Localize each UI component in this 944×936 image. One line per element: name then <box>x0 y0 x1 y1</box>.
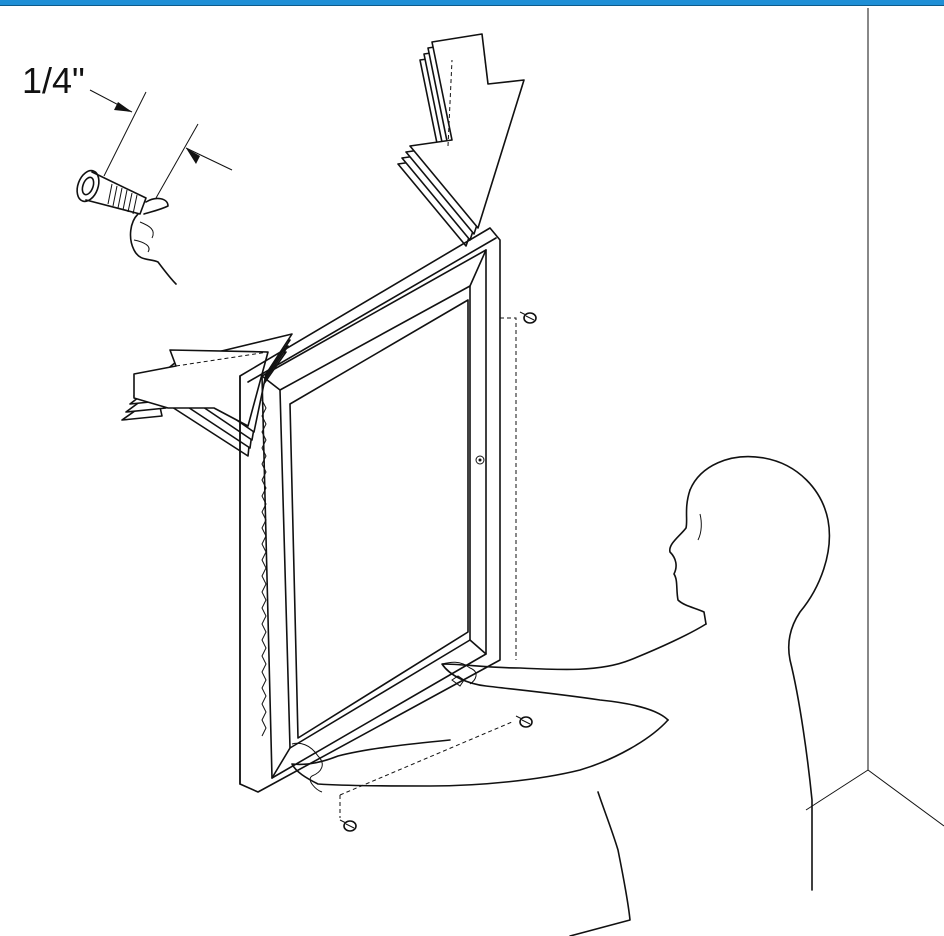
mounting-screws <box>339 311 537 832</box>
right-arrow-icon <box>121 333 293 457</box>
down-arrow-icon <box>397 33 525 247</box>
screw-detail-icon <box>76 169 177 285</box>
screw-icon <box>519 311 537 324</box>
hand-icon <box>451 675 465 687</box>
screw-icon <box>339 819 357 832</box>
screw-icon <box>515 715 533 728</box>
dimension-callout <box>89 89 233 199</box>
header-rule <box>0 0 944 6</box>
display-frame <box>239 227 501 793</box>
wall-corner <box>805 8 944 827</box>
hinge-edge <box>261 399 267 737</box>
installer-person <box>291 455 831 936</box>
lock-icon <box>475 455 485 465</box>
dimension-label: 1/4" <box>22 60 85 101</box>
